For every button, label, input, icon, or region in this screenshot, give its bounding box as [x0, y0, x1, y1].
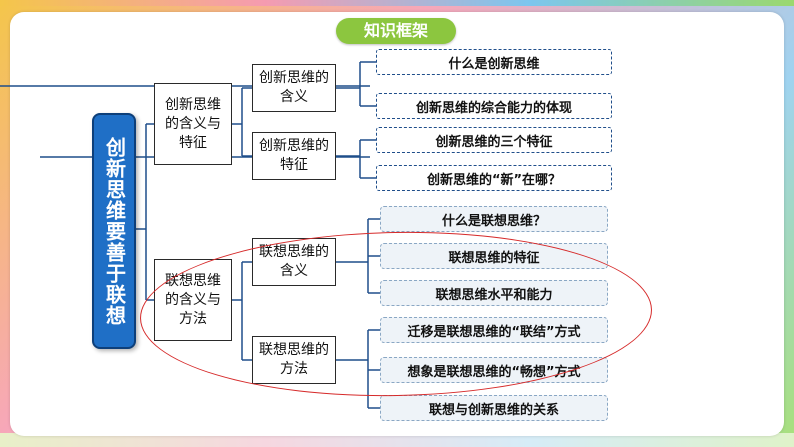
leaf-creative-ability: 创新思维的综合能力的体现: [376, 93, 612, 119]
leaf-relation: 联想与创新思维的关系: [380, 395, 608, 421]
leaf-what-is-creative: 什么是创新思维: [376, 49, 612, 75]
leaf-associative-features: 联想思维的特征: [380, 243, 608, 269]
top-stripe: [0, 0, 794, 6]
bottom-stripe: [0, 433, 794, 447]
node-associative-methods: 联想思维的方法: [252, 336, 336, 384]
node-creative-features: 创新思维的特征: [252, 132, 336, 180]
leaf-three-features: 创新思维的三个特征: [376, 127, 612, 153]
branch-associative-thinking: 联想思维的含义与方法: [154, 259, 232, 341]
leaf-what-is-associative: 什么是联想思维？: [380, 206, 608, 232]
root-node: 创新思维要善于联想: [92, 113, 136, 349]
branch-creative-thinking: 创新思维的含义与特征: [154, 83, 232, 165]
leaf-imagination: 想象是联想思维的“畅想”方式: [380, 357, 608, 383]
leaf-associative-level: 联想思维水平和能力: [380, 280, 608, 306]
node-associative-meaning: 联想思维的含义: [252, 238, 336, 286]
leaf-where-new: 创新思维的“新”在哪？: [376, 165, 612, 191]
page-title: 知识框架: [336, 18, 456, 44]
leaf-transfer: 迁移是联想思维的“联结”方式: [380, 317, 608, 343]
node-creative-meaning: 创新思维的含义: [252, 64, 336, 112]
